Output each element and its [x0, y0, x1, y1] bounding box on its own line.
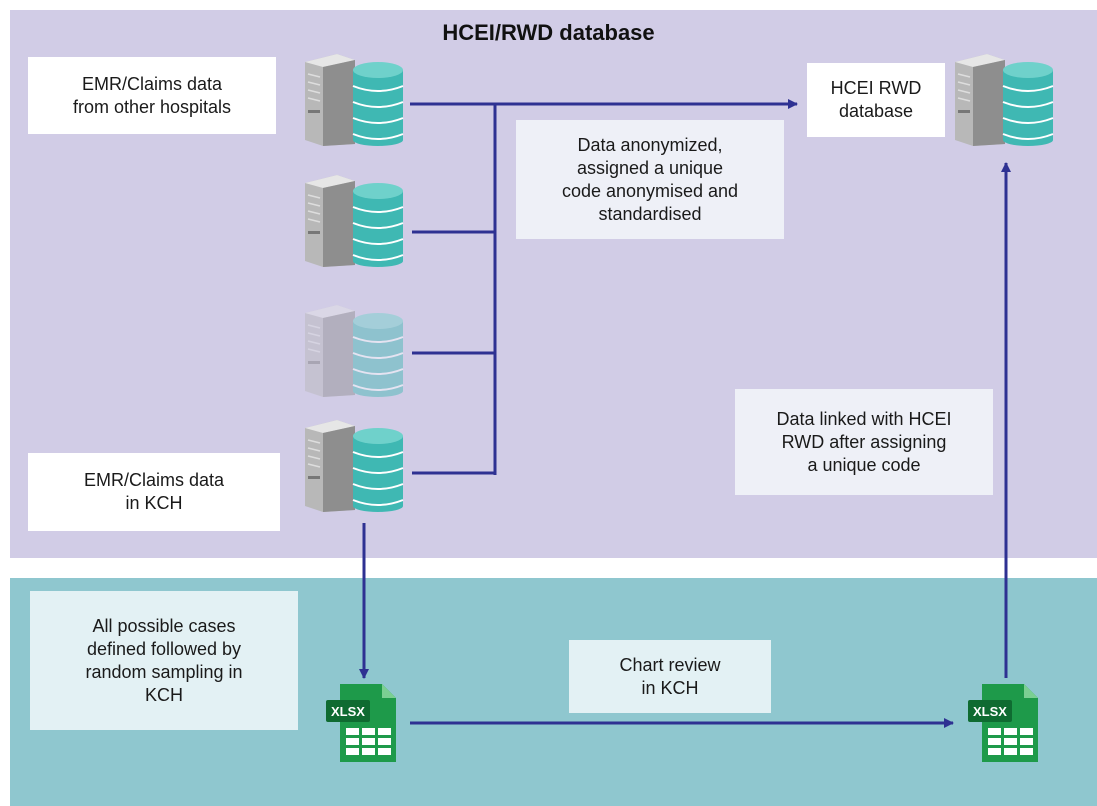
data-linked-box: Data linked with HCEI RWD after assignin… — [735, 389, 993, 495]
emr-kch-box: EMR/Claims data in KCH — [28, 453, 280, 531]
anonymized-box: Data anonymized, assigned a unique code … — [516, 120, 784, 239]
xlsx-label: XLSX — [973, 704, 1007, 719]
emr-other-hospitals-box: EMR/Claims data from other hospitals — [28, 57, 276, 134]
hcei-rwd-database-box: HCEI RWD database — [807, 63, 945, 137]
xlsx-label: XLSX — [331, 704, 365, 719]
server-database-icon — [955, 54, 1061, 151]
server-database-icon — [305, 305, 411, 402]
xlsx-file-icon: XLSX — [326, 684, 402, 767]
all-possible-cases-box: All possible cases defined followed by r… — [30, 591, 298, 730]
server-database-icon — [305, 54, 411, 151]
diagram-title: HCEI/RWD database — [442, 20, 655, 45]
server-database-icon — [305, 420, 411, 517]
server-database-icon — [305, 175, 411, 272]
xlsx-file-icon: XLSX — [968, 684, 1044, 767]
chart-review-box: Chart review in KCH — [569, 640, 771, 713]
